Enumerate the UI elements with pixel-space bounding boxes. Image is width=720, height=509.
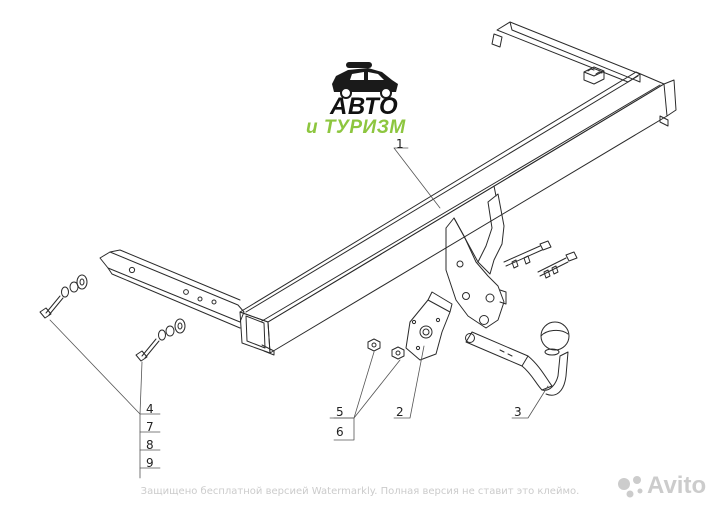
left-fasteners	[39, 274, 186, 362]
crossbeam	[239, 21, 677, 356]
car-with-roof-box-icon	[332, 62, 398, 99]
plate-hole-lower	[485, 293, 495, 303]
socket-nuts	[367, 338, 405, 360]
nut-6	[391, 346, 405, 360]
callout-8: 8	[146, 438, 154, 452]
bracket-hole-1	[128, 266, 136, 274]
leader-lines	[49, 147, 549, 479]
bolt-left-lower	[141, 338, 160, 359]
ball-mount-plate	[445, 185, 507, 329]
callout-9: 9	[146, 456, 154, 470]
bolt-left-upper	[45, 295, 64, 316]
logo-title: АВТО	[330, 93, 399, 120]
callout-1: 1	[396, 137, 404, 151]
callout-6: 6	[336, 425, 344, 439]
socket-plate-hole	[419, 325, 433, 339]
watermark-text: Защищено бесплатной версией Watermarkly.…	[140, 486, 580, 497]
plate-bolts	[503, 240, 578, 279]
callout-3: 3	[514, 405, 522, 419]
bracket-hole-2	[183, 289, 189, 295]
callout-2: 2	[396, 405, 404, 419]
washer-upper-1	[76, 274, 88, 290]
avito-logo-icon	[618, 476, 643, 498]
washer-upper-2	[69, 281, 79, 293]
plate-hole-upper	[456, 260, 464, 268]
bracket-hole-3	[197, 296, 203, 302]
callout-7: 7	[146, 420, 154, 434]
right-bolt-upper	[491, 33, 503, 48]
leader-3	[511, 385, 549, 419]
callout-5: 5	[336, 405, 344, 419]
leader-4-9	[49, 319, 143, 479]
callout-4: 4	[146, 402, 154, 416]
leader-2	[393, 345, 425, 419]
avito-watermark: Avito	[647, 472, 707, 499]
ball-neck	[465, 321, 570, 396]
bolt-upper	[503, 245, 543, 267]
washer-lower-1	[174, 318, 186, 334]
tow-ball	[540, 321, 570, 351]
leader-1	[393, 147, 441, 209]
logo-subtitle: и ТУРИЗМ	[306, 117, 406, 138]
left-side-bracket	[99, 249, 245, 329]
nut-5	[367, 338, 381, 352]
socket-plate	[405, 291, 453, 361]
tube-top-face	[239, 71, 665, 323]
